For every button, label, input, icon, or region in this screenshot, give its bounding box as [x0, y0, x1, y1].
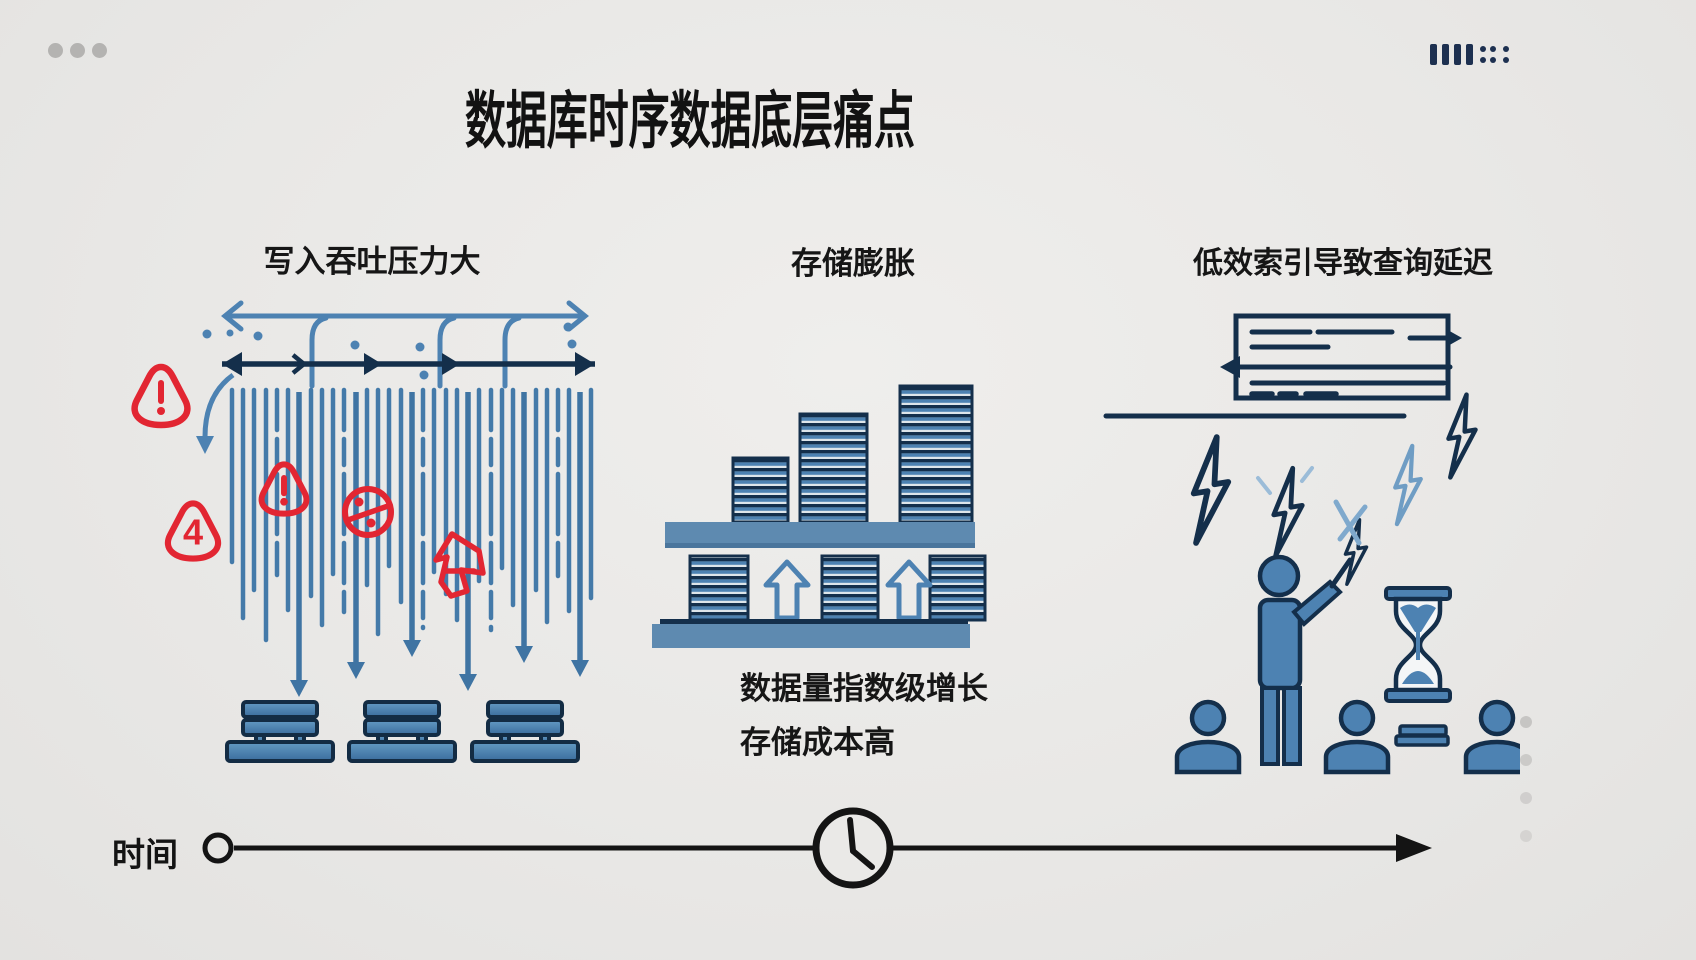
note-data-growth: 数据量指数级增长	[740, 671, 988, 706]
logo-mark-icon	[1430, 44, 1509, 65]
presenter-icon	[1257, 554, 1353, 766]
storage-bloat-illustration	[652, 384, 987, 648]
index-table-icon	[1225, 313, 1453, 401]
timeline-label: 时间	[112, 836, 178, 873]
data-stack-icon	[688, 554, 987, 622]
storage-shelf-bottom	[652, 619, 970, 648]
edge-dot	[1520, 830, 1532, 842]
note-storage-cost: 存储成本高	[740, 725, 895, 760]
edge-dot	[1520, 792, 1532, 804]
down-arrow-icon	[196, 372, 235, 454]
storage-notes: 数据量指数级增长 存储成本高	[740, 662, 988, 770]
heading-query-latency: 低效索引导致查询延迟	[1193, 247, 1493, 280]
clock-icon	[812, 807, 894, 889]
write-streams-icon	[229, 387, 594, 643]
hourglass-icon	[1384, 586, 1452, 703]
window-dot	[92, 43, 107, 58]
scatter-dots	[202, 322, 577, 380]
edge-dot	[1520, 716, 1532, 728]
warning-icon	[258, 461, 310, 517]
lightning-icon	[1194, 395, 1476, 586]
audience-icon	[1174, 699, 1520, 775]
blocked-icon	[342, 486, 394, 538]
query-latency-illustration	[1103, 313, 1520, 775]
ingest-flow-arrow	[221, 300, 589, 389]
title-row: 数据库时序数据底层痛点	[0, 70, 1380, 160]
badge-count: 4	[183, 511, 203, 552]
window-dot	[48, 43, 63, 58]
write-arrows	[290, 392, 589, 697]
index-table-arrowheads	[1220, 329, 1462, 378]
heading-storage-bloat: 存储膨胀	[791, 246, 915, 281]
edge-dot	[1520, 754, 1532, 766]
page-title: 数据库时序数据底层痛点	[464, 87, 916, 156]
cursor-arrow-icon	[433, 531, 486, 599]
time-axis-arrow	[222, 352, 595, 376]
timeline-origin-dot	[202, 832, 234, 864]
count-badge-icon: 4	[164, 500, 222, 562]
book-stack-icon	[1394, 724, 1450, 747]
warning-icon	[131, 363, 191, 429]
window-dot	[70, 43, 85, 58]
timeline-arrowhead	[1396, 834, 1432, 862]
growth-arrow-icon	[763, 559, 933, 621]
heading-write-pressure: 写入吞吐压力大	[263, 244, 481, 279]
timeline	[202, 807, 1432, 889]
data-stack-icon	[731, 384, 974, 524]
write-pressure-illustration: 4	[131, 300, 595, 763]
storage-shelf-top	[665, 522, 975, 548]
window-dots-icon	[48, 43, 107, 58]
database-icon	[225, 700, 580, 763]
edge-dots	[1520, 716, 1532, 842]
